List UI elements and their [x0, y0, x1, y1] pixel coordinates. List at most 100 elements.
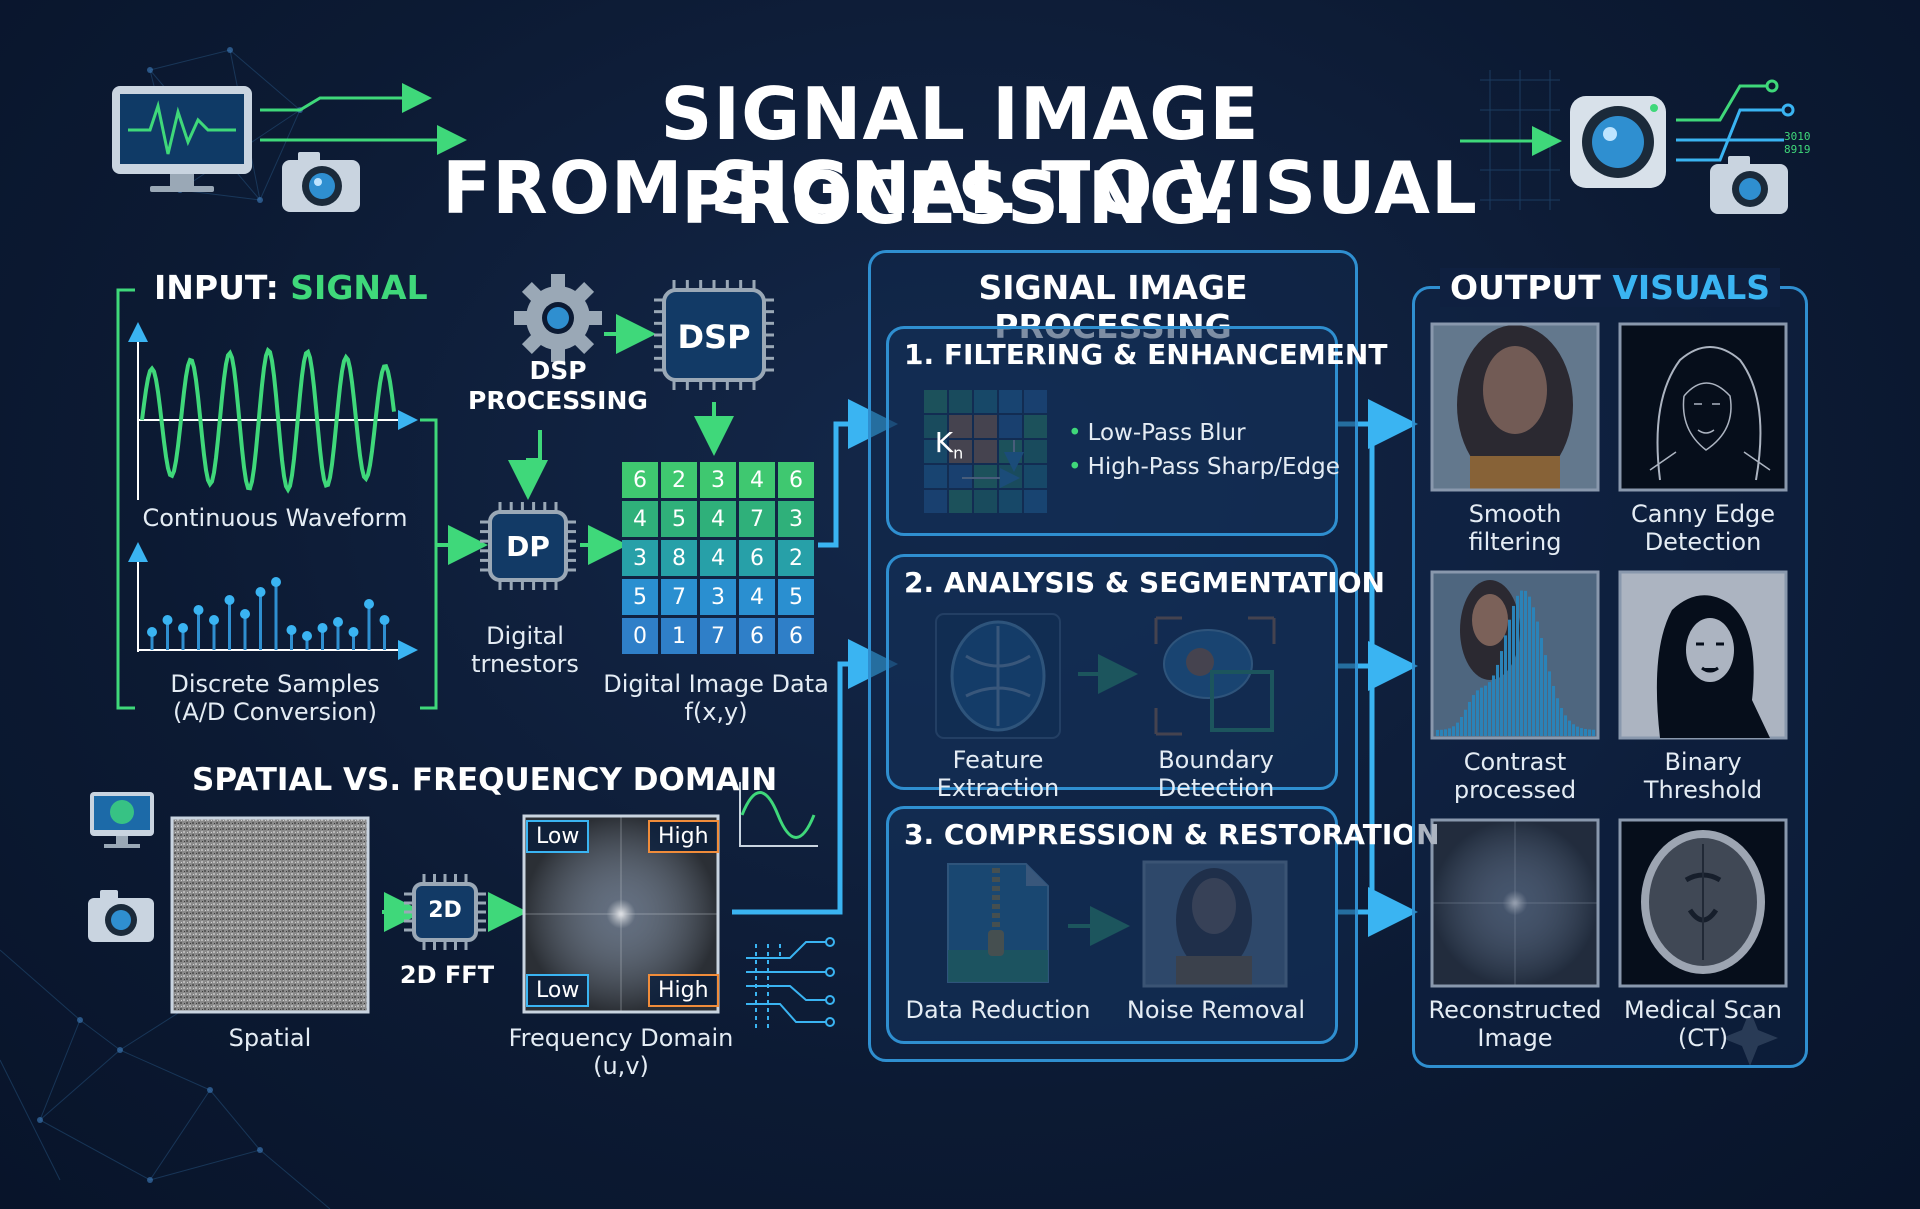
input-title-accent: SIGNAL	[290, 268, 428, 307]
histogram-bar	[1448, 728, 1451, 736]
continuous-waveform-plot	[128, 322, 418, 500]
histogram-bar	[1532, 607, 1535, 736]
fft-chip-icon	[404, 874, 486, 950]
histogram-bar	[1504, 635, 1507, 736]
histogram-bar	[1520, 590, 1523, 736]
output-reconstructed-image	[1430, 818, 1600, 988]
spatial-noise-image	[170, 816, 370, 1014]
grid-cell: 4	[700, 540, 736, 576]
digital-image-label-line2: f(x,y)	[684, 698, 748, 726]
output-label-5-line2: Image	[1477, 1024, 1553, 1052]
header-right-arrows	[1460, 79, 1795, 162]
histogram-bar	[1444, 729, 1447, 736]
histogram-bar	[1572, 724, 1575, 736]
grid-cell: 8	[661, 540, 697, 576]
dsp-processing-label-line1: DSP	[529, 356, 587, 385]
output-title-prefix: OUTPUT	[1449, 268, 1613, 307]
freq-quadrant-high-top: High	[648, 820, 719, 853]
grid-cell: 4	[739, 579, 775, 615]
histogram-bar	[1576, 726, 1579, 736]
step1-bullet-lowpass: •Low-Pass Blur	[1068, 420, 1246, 446]
sample-point	[364, 599, 374, 609]
grid-cell: 2	[778, 540, 814, 576]
histogram-bar	[1436, 729, 1439, 736]
output-label-6-line1: Medical Scan	[1624, 996, 1782, 1024]
freq-quadrant-low-top: Low	[526, 820, 590, 853]
digital-image-label-line1: Digital Image Data	[603, 670, 829, 698]
output-label-6-line2: (CT)	[1677, 1024, 1729, 1052]
input-title-prefix: INPUT:	[154, 268, 291, 307]
page-title-line1: SIGNAL IMAGE PROCESSING:	[660, 72, 1260, 240]
output-label-2-line2: Detection	[1644, 528, 1762, 556]
output-label-4-line1: Binary	[1664, 748, 1742, 776]
frequency-domain-label-line1: Frequency Domain	[508, 1024, 734, 1052]
histogram-bar	[1564, 715, 1567, 736]
output-label-2-line1: Canny Edge	[1630, 500, 1776, 528]
step3-title: 3. COMPRESSION & RESTORATION	[904, 818, 1440, 851]
freq-quadrant-low-bottom: Low	[526, 974, 590, 1007]
sample-point	[286, 625, 297, 635]
monitor-waveform-icon	[112, 86, 252, 192]
histogram-bar	[1516, 595, 1519, 736]
grid-cell: 3	[778, 501, 814, 537]
dp-chip-label: DP	[506, 530, 550, 563]
binary-line-1: 3010	[1784, 130, 1811, 143]
output-label-5-line1: Reconstructed	[1428, 996, 1602, 1024]
output-label-1-line1: Smooth	[1468, 500, 1562, 528]
histogram-bar	[1492, 675, 1495, 736]
histogram-bar	[1592, 729, 1595, 736]
histogram-bar	[1452, 726, 1455, 736]
fft-label: 2D FFT	[399, 961, 495, 989]
output-title-wrap: OUTPUT VISUALS	[1439, 268, 1781, 307]
histogram-bar	[1544, 655, 1547, 736]
sample-point	[348, 627, 359, 637]
sample-point	[271, 577, 281, 587]
input-bracket-left	[116, 288, 135, 710]
feature-extraction-label: Feature Extraction	[936, 746, 1060, 802]
histogram-bar	[1456, 722, 1459, 736]
camera-icon-top-left	[282, 152, 360, 212]
grid-cell: 6	[739, 618, 775, 654]
output-label-3-line2: processed	[1453, 776, 1577, 804]
dsp-chip-label: DSP	[677, 318, 751, 356]
grid-cell: 4	[739, 462, 775, 498]
fft-chip-label: 2D	[428, 898, 462, 923]
histogram-bar	[1584, 728, 1587, 736]
output-panel	[1412, 286, 1808, 1068]
digital-label-line1: Digital	[486, 622, 564, 650]
circuit-decor	[746, 937, 835, 1030]
histogram-bar	[1488, 682, 1491, 736]
sample-point	[379, 615, 390, 625]
output-canny-edge-image	[1618, 322, 1788, 492]
highpass-text: High-Pass Sharp/Edge	[1087, 454, 1340, 480]
histogram-bar	[1556, 698, 1559, 736]
grid-cell: 0	[622, 618, 658, 654]
grid-cell: 1	[661, 618, 697, 654]
sample-point	[162, 615, 173, 625]
step3-card	[886, 806, 1338, 1044]
grid-cell: 6	[778, 618, 814, 654]
grid-cell: 6	[739, 540, 775, 576]
histogram-bar	[1484, 685, 1487, 736]
discrete-samples-plot	[128, 542, 418, 660]
binary-decor-text: 3010 8919	[1784, 130, 1811, 156]
step2-title: 2. ANALYSIS & SEGMENTATION	[904, 566, 1385, 599]
histogram-bar	[1568, 720, 1571, 736]
dsp-chip-icon	[654, 280, 774, 390]
step1-title: 1. FILTERING & ENHANCEMENT	[904, 338, 1388, 371]
sample-point	[178, 623, 188, 633]
grid-cell: 3	[700, 579, 736, 615]
histogram-bar	[1496, 664, 1499, 736]
domain-section-title: SPATIAL VS. FREQUENCY DOMAIN	[192, 762, 778, 798]
sample-point	[224, 595, 235, 605]
sample-point	[333, 617, 343, 627]
discrete-samples-label-line1: Discrete Samples	[170, 670, 380, 698]
grid-cell: 7	[739, 501, 775, 537]
output-label-1-line2: filtering	[1468, 528, 1562, 556]
sample-point	[209, 615, 219, 625]
binary-line-2: 8919	[1784, 143, 1811, 156]
sample-point	[147, 627, 157, 637]
output-label-3-line1: Contrast	[1463, 748, 1567, 776]
grid-cell: 4	[622, 501, 658, 537]
